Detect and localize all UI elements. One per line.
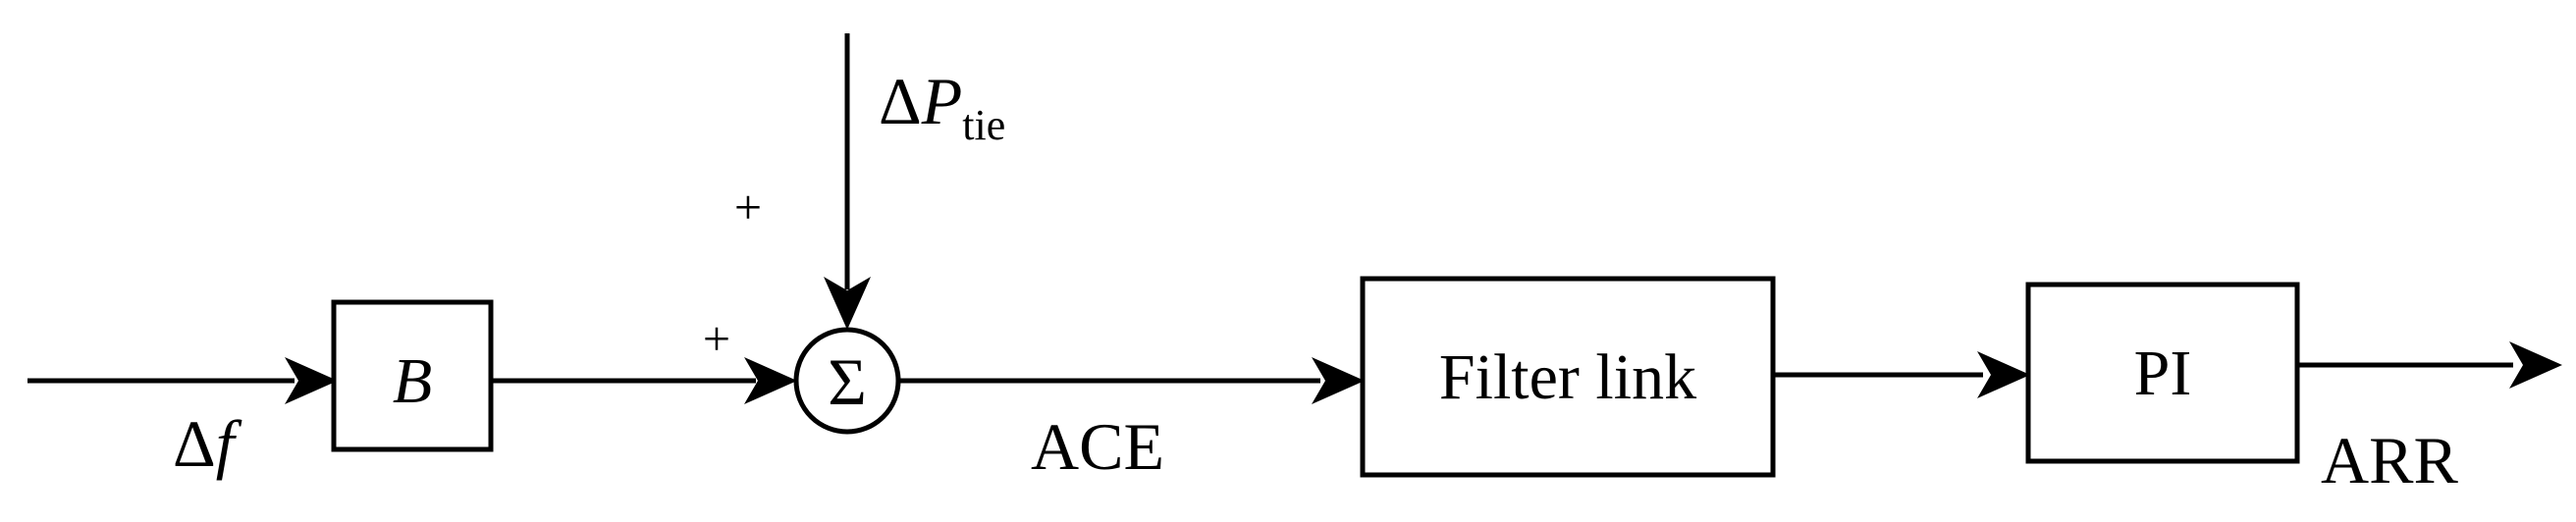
filter-block — [1360, 276, 1776, 478]
gain-block-label: B — [393, 345, 432, 417]
input-variable: f — [216, 406, 242, 481]
tie-arrowhead — [824, 277, 871, 330]
tie-subscript: tie — [962, 101, 1005, 149]
summing-junction-symbol: Σ — [828, 344, 867, 419]
input-arrowhead — [285, 357, 338, 404]
input-signal-label: Δf — [173, 406, 242, 481]
gain-block — [331, 299, 494, 452]
sum-to-filter-arrowhead — [1312, 357, 1365, 404]
top-input-sign: + — [734, 180, 762, 235]
ace-signal-label: ACE — [1031, 409, 1164, 484]
input-delta: Δ — [173, 406, 216, 481]
tie-delta: Δ — [879, 64, 922, 138]
left-input-sign: + — [703, 311, 730, 366]
filter-block-label: Filter link — [1439, 341, 1696, 413]
tie-signal-label: ΔPtie — [879, 64, 1005, 149]
pi-block-label: PI — [2134, 338, 2192, 409]
output-arrowhead — [2509, 341, 2562, 389]
tie-variable: P — [921, 64, 963, 138]
output-signal-label: ARR — [2321, 423, 2458, 497]
pi-block — [2025, 282, 2300, 464]
gain-to-sum-arrowhead — [744, 357, 797, 404]
filter-to-pi-arrowhead — [1977, 351, 2030, 398]
